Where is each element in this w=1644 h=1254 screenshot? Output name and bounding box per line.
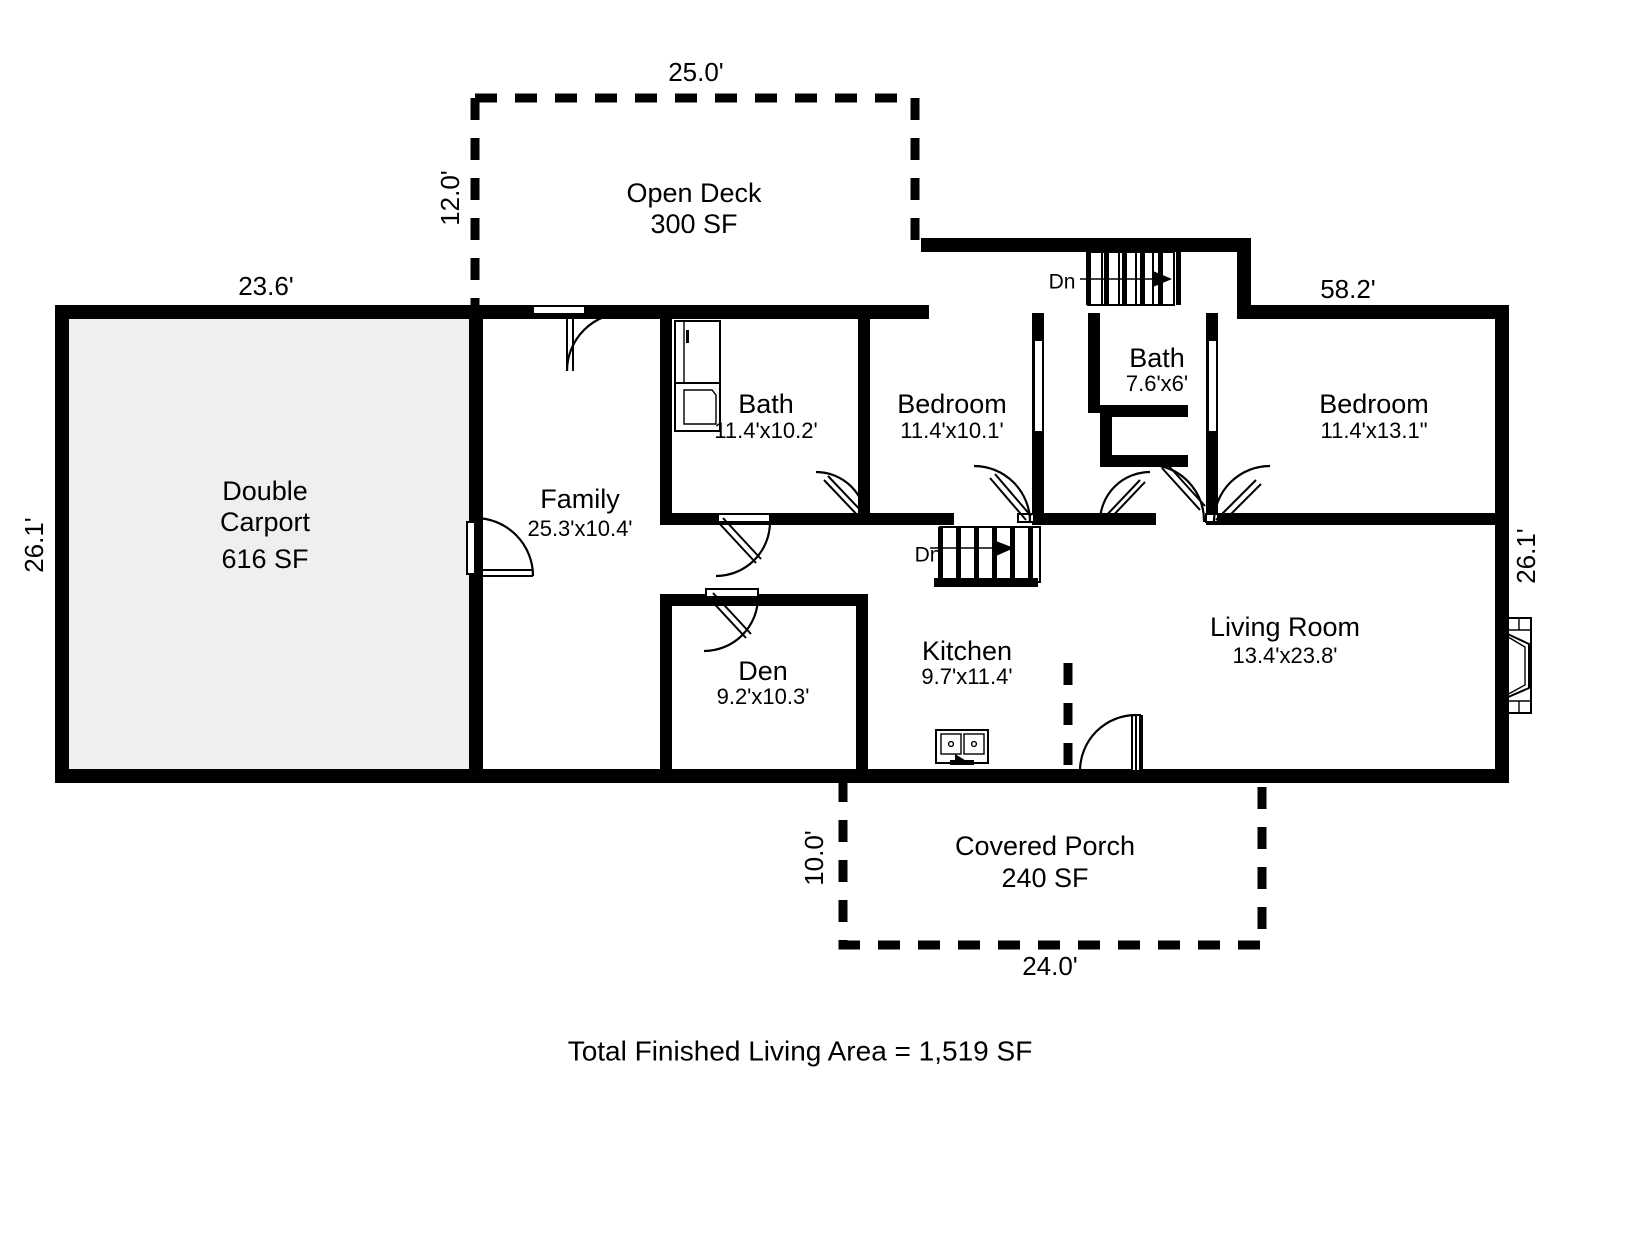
dim-house-depth-right: 26.1': [1511, 528, 1541, 584]
room-dim-bedroom-2: 11.4'x13.1": [1320, 418, 1427, 443]
dim-carport-depth: 26.1': [19, 517, 49, 573]
room-dim-den: 9.2'x10.3': [717, 684, 810, 709]
room-name-bath-1: Bath: [738, 389, 794, 419]
kitchen-sink-icon: [935, 729, 989, 765]
window-bedroom2-side: [1207, 339, 1218, 433]
carport-name-line1: Double: [222, 476, 308, 506]
open-deck-area: 300 SF: [650, 209, 737, 239]
room-name-bath-2: Bath: [1129, 343, 1185, 373]
dim-deck-depth: 12.0': [435, 170, 465, 226]
door-leaf-bedroom1: [1017, 513, 1035, 523]
stair-upper: Dn: [1049, 251, 1181, 306]
stair-lower-label: Dn: [915, 544, 942, 567]
door-swing-bedroom1: [973, 464, 1032, 523]
room-name-family: Family: [540, 484, 620, 514]
window-bedroom1-side: [1033, 339, 1044, 433]
windows: [1033, 339, 1218, 433]
carport-name-line2: Carport: [220, 507, 311, 537]
dim-deck-width: 25.0': [668, 57, 724, 87]
room-dim-living-room: 13.4'x23.8': [1232, 643, 1337, 668]
open-deck-outline: [470, 93, 920, 308]
doors: [466, 305, 1271, 772]
room-name-living-room: Living Room: [1210, 612, 1360, 642]
door-leaf-bedroom2: [1205, 513, 1219, 523]
door-swing-living-porch: [1078, 713, 1137, 772]
covered-porch-outline: [838, 780, 1267, 950]
door-swing-bath1-right: [815, 470, 868, 523]
dim-porch-depth: 10.0': [799, 830, 829, 886]
door-leaf-family-top: [532, 305, 586, 315]
room-dim-family: 25.3'x10.4': [527, 516, 632, 541]
open-deck-name: Open Deck: [626, 178, 762, 208]
door-leaf-carport: [466, 521, 476, 575]
room-dim-bath-2: 7.6'x6': [1126, 371, 1188, 396]
door-swing-bath2: [1159, 464, 1206, 523]
interior-walls: [660, 313, 1509, 775]
stair-lower: Dn: [915, 526, 1041, 587]
door-swing-closet: [1098, 470, 1151, 523]
stair-upper-label: Dn: [1049, 271, 1076, 294]
room-name-bedroom-2: Bedroom: [1319, 389, 1429, 419]
door-swing-carport: [474, 516, 535, 577]
covered-porch-name: Covered Porch: [955, 831, 1135, 861]
room-name-bedroom-1: Bedroom: [897, 389, 1007, 419]
room-name-den: Den: [738, 656, 788, 686]
carport-area: 616 SF: [221, 544, 308, 574]
covered-porch-area: 240 SF: [1001, 863, 1088, 893]
dim-porch-width: 24.0': [1022, 951, 1078, 981]
toilet-icon: [674, 382, 721, 432]
total-living-area-label: Total Finished Living Area = 1,519 SF: [568, 1035, 1033, 1066]
bay-window-icon: [1496, 617, 1532, 714]
room-name-kitchen: Kitchen: [922, 636, 1012, 666]
room-dim-kitchen: 9.7'x11.4': [921, 664, 1012, 689]
bathtub-icon: [674, 320, 721, 384]
room-dim-bath-1: 11.4'x10.2': [714, 418, 817, 443]
door-leaf-bath1: [717, 513, 771, 523]
dim-house-width: 58.2': [1320, 274, 1376, 304]
carport-floor-fill: [63, 313, 475, 775]
dim-carport-width: 23.6': [238, 271, 294, 301]
door-swing-bedroom2: [1212, 464, 1271, 523]
bath1-fixtures: [674, 320, 721, 432]
door-leaf-den: [705, 588, 759, 598]
door-swing-family-top: [565, 311, 626, 372]
room-dim-bedroom-1: 11.4'x10.1': [900, 418, 1003, 443]
